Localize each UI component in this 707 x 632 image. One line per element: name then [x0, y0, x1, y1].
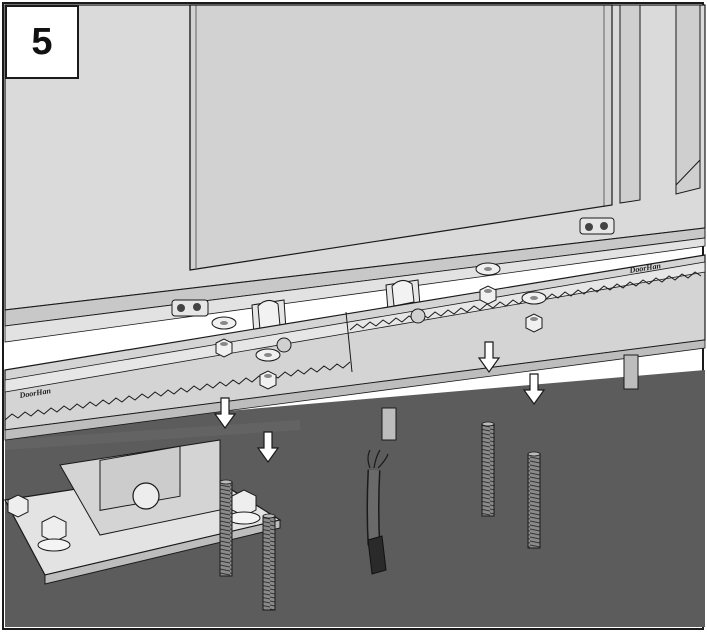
washer-icon — [211, 316, 237, 330]
power-cable — [366, 449, 389, 575]
threaded-stud-icon — [262, 513, 276, 611]
washer-icon — [475, 262, 501, 276]
rack-bracket-right — [579, 217, 615, 235]
threaded-stud-icon — [219, 479, 233, 577]
hex-nut-icon — [525, 313, 543, 333]
down-arrow-icon — [522, 373, 546, 406]
threaded-stud-icon — [481, 421, 495, 517]
bolt-head-icon — [276, 308, 426, 353]
down-arrow-icon — [256, 431, 280, 464]
down-arrow-icon — [213, 397, 237, 430]
washer-icon — [255, 348, 281, 362]
rack-supports — [381, 354, 639, 441]
hex-nut-icon — [215, 338, 233, 358]
down-arrow-icon — [477, 341, 501, 374]
rack-bracket-left — [171, 299, 209, 317]
step-number: 5 — [31, 20, 53, 63]
hex-nut-icon — [259, 370, 277, 390]
threaded-stud-icon — [527, 451, 541, 549]
washer-icon — [521, 291, 547, 305]
step-badge: 5 — [5, 5, 79, 79]
ground — [5, 370, 705, 627]
hex-nut-icon — [479, 285, 497, 305]
